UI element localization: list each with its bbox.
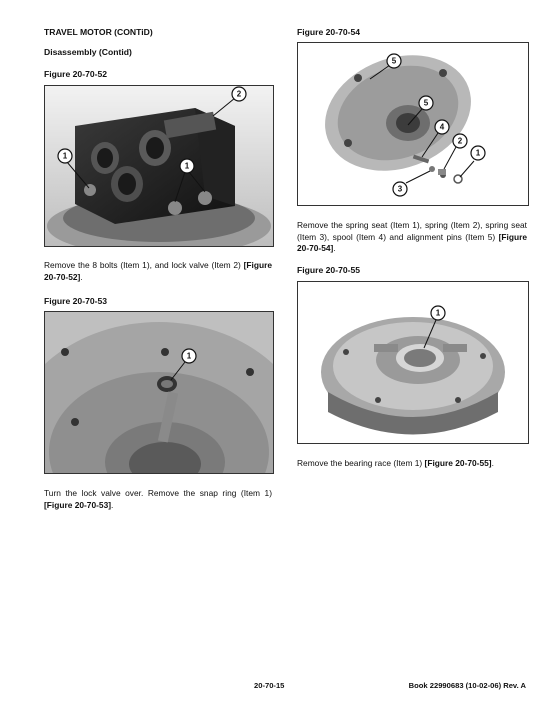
figure-label-54: Figure 20-70-54: [297, 27, 361, 37]
figure-20-70-55: 1: [297, 281, 529, 444]
figure-20-70-52: 2 1 1: [44, 85, 274, 247]
figure-ref-55[interactable]: [Figure 20-70-55]: [424, 458, 492, 468]
paragraph-54: Remove the spring seat (Item 1), spring …: [297, 220, 527, 254]
callout-1b: 1: [185, 162, 190, 171]
paragraph-52: Remove the 8 bolts (Item 1), and lock va…: [44, 260, 272, 282]
callout-2: 2: [458, 137, 463, 146]
figure-ref-54[interactable]: [Figure 20-70-54]: [297, 231, 527, 254]
book-reference: Book 22990683 (10-02-06) Rev. A: [408, 681, 526, 690]
callout-2: 2: [237, 90, 242, 99]
callout-4: 4: [440, 123, 445, 132]
figure-label-52: Figure 20-70-52: [44, 69, 108, 79]
figure-label-55: Figure 20-70-55: [297, 265, 361, 275]
callout-1a: 1: [63, 152, 68, 161]
page-number: 20-70-15: [254, 681, 285, 690]
callout-1: 1: [476, 149, 481, 158]
figure-label-53: Figure 20-70-53: [44, 296, 108, 306]
callout-3: 3: [398, 185, 403, 194]
callout-5a: 5: [392, 57, 397, 66]
figure-ref-53[interactable]: [Figure 20-70-53]: [44, 499, 112, 510]
paragraph-55: Remove the bearing race (Item 1) [Figure…: [297, 458, 494, 468]
figure-20-70-54: 5 5 4 2 1 3: [297, 42, 529, 206]
subsection-title: Disassembly (Contid): [44, 47, 132, 57]
callout-1: 1: [187, 352, 192, 361]
section-title: TRAVEL MOTOR (CONTiD): [44, 27, 153, 37]
paragraph-53: Turn the lock valve over. Remove the sna…: [44, 488, 272, 510]
callout-1: 1: [436, 309, 441, 318]
callout-5b: 5: [424, 99, 429, 108]
figure-20-70-53: 1: [44, 311, 274, 474]
figure-ref-52[interactable]: [Figure 20-70-52]: [44, 260, 272, 282]
